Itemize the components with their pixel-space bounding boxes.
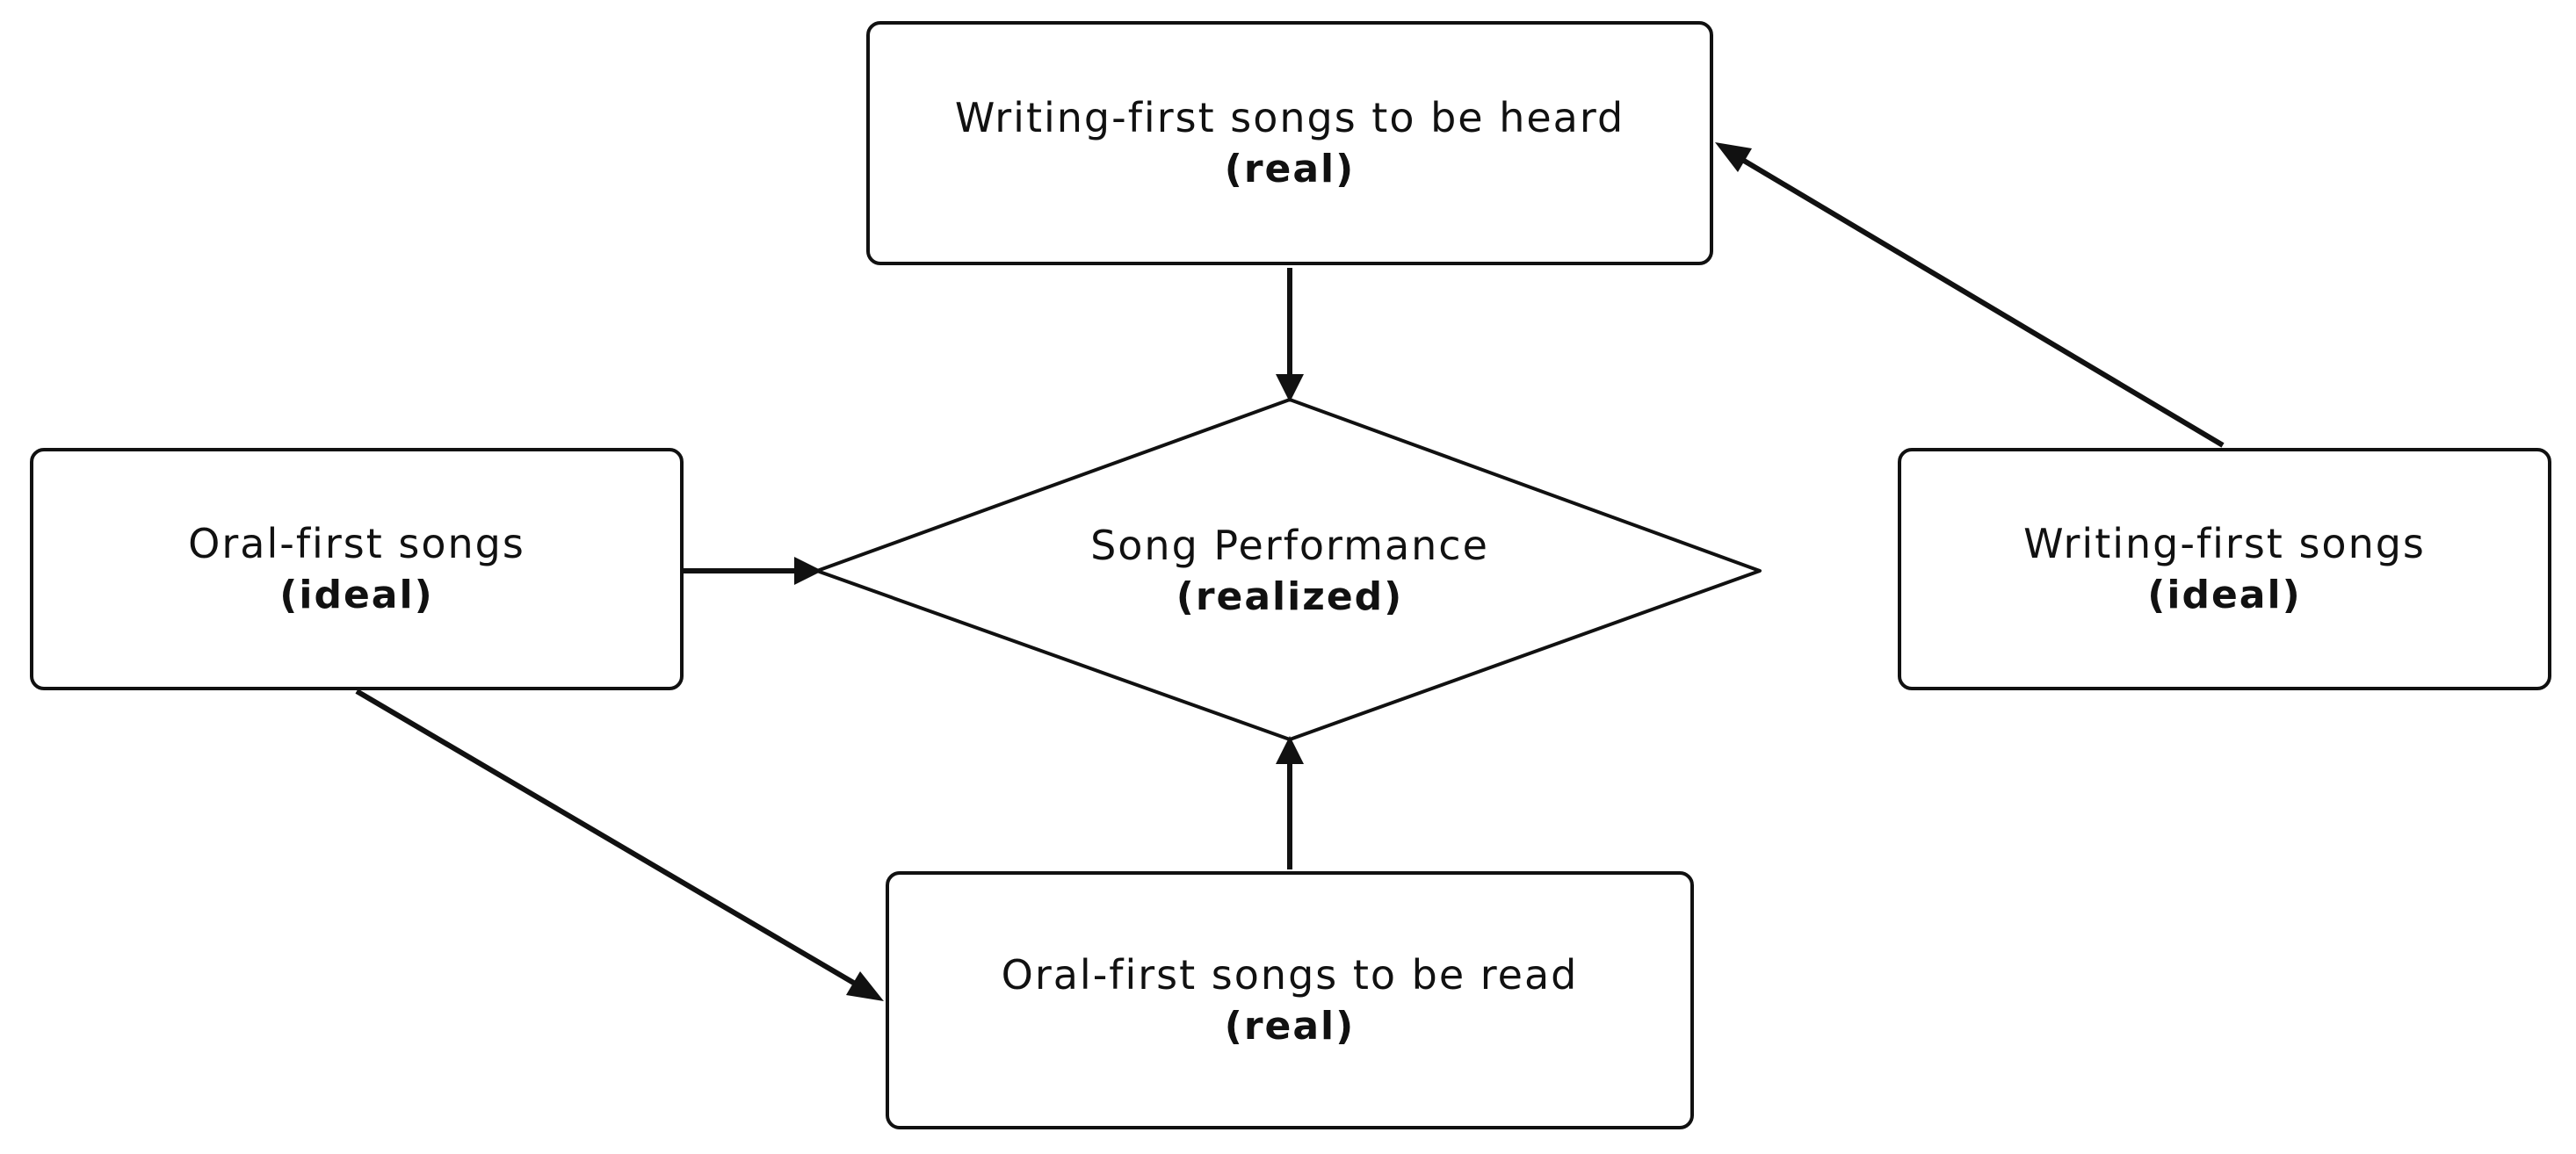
node-oral-first-read-status: (real) bbox=[1224, 1004, 1356, 1049]
node-writing-first-ideal-title: Writing-first songs bbox=[2023, 520, 2426, 567]
song-performance-title: Song Performance bbox=[1090, 522, 1489, 569]
node-writing-first-heard-status: (real) bbox=[1224, 147, 1356, 191]
song-performance-status: (realized) bbox=[1176, 574, 1404, 619]
node-writing-first-ideal-status: (ideal) bbox=[2147, 573, 2302, 617]
arrow-oral-ideal-to-performance bbox=[684, 557, 822, 585]
song-performance-label: Song Performance (realized) bbox=[938, 501, 1641, 641]
arrow-heard-to-performance bbox=[1276, 268, 1304, 402]
node-oral-first-read-title: Oral-first songs to be read bbox=[1001, 951, 1579, 999]
arrow-oral-read-to-performance bbox=[1276, 736, 1304, 869]
arrow-writing-ideal-to-heard bbox=[1715, 142, 2225, 448]
node-writing-first-heard-title: Writing-first songs to be heard bbox=[954, 94, 1625, 141]
node-oral-first-ideal-status: (ideal) bbox=[279, 573, 434, 617]
node-writing-first-ideal: Writing-first songs (ideal) bbox=[1898, 448, 2551, 690]
node-writing-first-heard: Writing-first songs to be heard (real) bbox=[866, 21, 1713, 265]
node-oral-first-ideal: Oral-first songs (ideal) bbox=[30, 448, 684, 690]
node-oral-first-read: Oral-first songs to be read (real) bbox=[886, 871, 1694, 1129]
arrow-oral-ideal-to-read bbox=[355, 689, 884, 1001]
node-oral-first-ideal-title: Oral-first songs bbox=[188, 520, 525, 567]
